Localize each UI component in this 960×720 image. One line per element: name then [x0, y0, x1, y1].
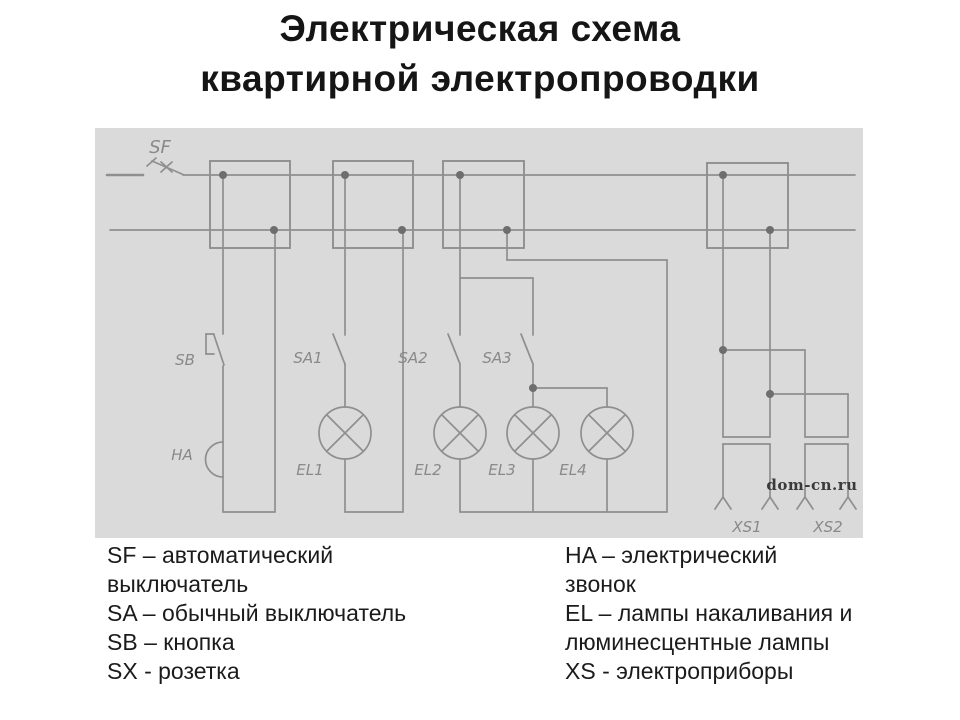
- label-sa1: SA1: [293, 349, 322, 367]
- label-xs2: XS2: [812, 518, 842, 536]
- plug-pin-icon: [714, 496, 779, 510]
- label-el4: EL4: [559, 461, 586, 479]
- label-el3: EL3: [488, 461, 515, 479]
- schematic-panel: SF SB HA SA1 SA2 SA3 EL1 EL2 EL3 EL4 XS1…: [95, 128, 863, 538]
- socket-icon-xs1: [714, 436, 779, 510]
- lamp-icon-el3: [506, 406, 560, 460]
- junction-box-2: [332, 160, 414, 249]
- legend-line: выключатель: [107, 571, 249, 597]
- socket-branch: [714, 174, 857, 510]
- lamp-icon-el1: [318, 406, 372, 460]
- page-title: Электрическая схема квартирной электропр…: [0, 4, 960, 104]
- legend-left-column: SF – автоматический выключатель SA – обы…: [107, 541, 406, 686]
- socket-icon-xs2: [796, 436, 857, 510]
- lamp-icon-el2: [433, 406, 487, 460]
- legend-line: SX - розетка: [107, 658, 240, 684]
- legend-line: SF – автоматический: [107, 542, 334, 568]
- lamp-icon-el4: [580, 406, 634, 460]
- label-sb: SB: [175, 351, 195, 369]
- label-ha: HA: [171, 446, 193, 464]
- switch-blade-sa2: [447, 333, 461, 365]
- label-sa2: SA2: [398, 349, 427, 367]
- lamp-branch-el1: [318, 174, 404, 513]
- watermark: dom-cn.ru: [766, 476, 857, 494]
- bell-icon: [204, 441, 224, 478]
- bell-branch: [204, 174, 276, 513]
- legend-right-column: HA – электрический звонок EL – лампы нак…: [565, 541, 852, 686]
- legend-line: EL – лампы накаливания и: [565, 600, 853, 626]
- wiring-diagram: SF SB HA SA1 SA2 SA3 EL1 EL2 EL3 EL4 XS1…: [105, 137, 857, 536]
- switch-blade-sa1: [332, 333, 346, 365]
- junction-box-4: [706, 162, 789, 249]
- junction-box-1: [209, 160, 291, 249]
- label-el2: EL2: [414, 461, 441, 479]
- legend-line: SB – кнопка: [107, 629, 235, 655]
- label-el1: EL1: [296, 461, 323, 479]
- connection-dots: [219, 171, 774, 398]
- junction-box-3: [442, 160, 525, 249]
- legend-line: люминесцентные лампы: [565, 629, 830, 655]
- title-line-2: квартирной электропроводки: [200, 58, 760, 99]
- circuit-breaker-icon: [146, 157, 184, 176]
- title-line-1: Электрическая схема: [279, 8, 681, 49]
- legend-line: SA – обычный выключатель: [107, 600, 407, 626]
- legend-line: XS - электроприборы: [565, 658, 794, 684]
- switch-blade-sa3: [520, 333, 534, 365]
- label-sa3: SA3: [482, 349, 511, 367]
- legend-line: звонок: [565, 571, 636, 597]
- label-xs1: XS1: [731, 518, 761, 536]
- legend-line: HA – электрический: [565, 542, 778, 568]
- plug-pin-icon: [796, 496, 857, 510]
- push-button-icon: [205, 333, 225, 366]
- lamp-branch-el2-el3-el4: [433, 174, 668, 513]
- label-sf: SF: [149, 137, 171, 158]
